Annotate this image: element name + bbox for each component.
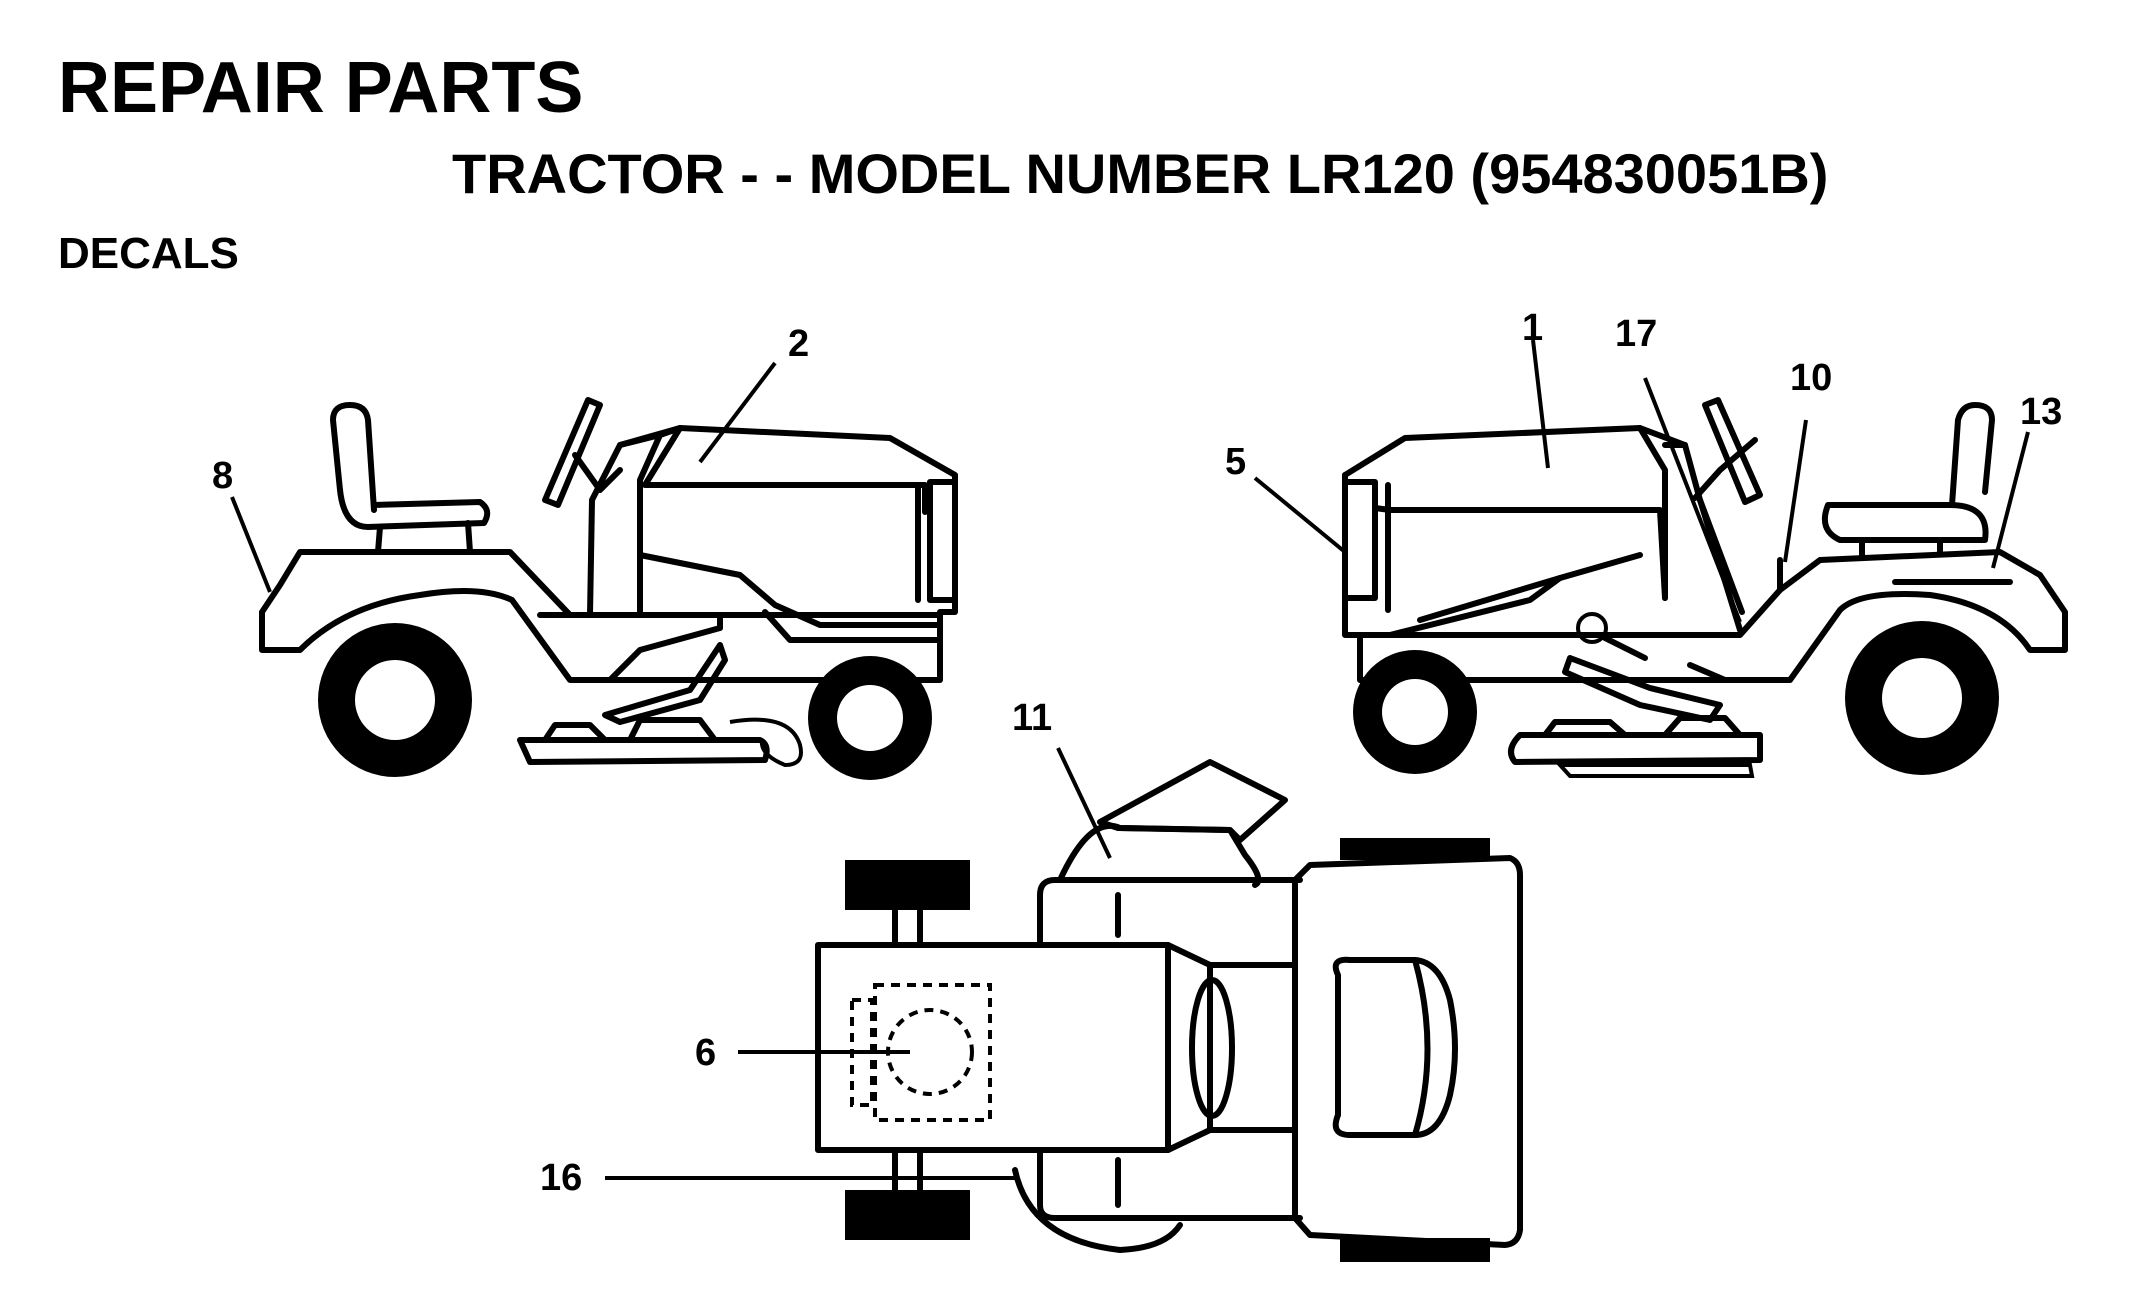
tractor-left-side-view [259,397,958,780]
tractor-top-view [815,759,1523,1262]
callout-17: 17 [1615,313,1657,355]
model-subtitle: TRACTOR - - MODEL NUMBER LR120 (95483005… [452,142,1829,205]
callout-2: 2 [788,323,809,365]
leader-11 [1056,747,1112,859]
callout-13: 13 [2020,391,2062,433]
callout-1: 1 [1522,307,1543,349]
callout-10: 10 [1790,357,1832,399]
callout-11: 11 [1012,697,1052,739]
callout-16: 16 [540,1157,582,1199]
leader-13 [1991,431,2030,569]
leader-5 [1253,476,1347,554]
callout-6: 6 [695,1032,716,1074]
callout-5: 5 [1225,441,1246,483]
leader-1 [1531,339,1550,469]
leader-lines [230,339,2030,1180]
leader-2 [698,361,777,464]
tractor-right-side-view [1342,397,2068,778]
leader-8 [230,496,272,593]
leader-10 [1783,419,1808,563]
section-heading: DECALS [58,229,239,278]
callout-labels: 8 2 1 17 5 10 13 11 6 16 [212,307,2062,1199]
callout-8: 8 [212,455,233,497]
leader-17 [1643,377,1742,623]
page-title: REPAIR PARTS [58,48,584,128]
